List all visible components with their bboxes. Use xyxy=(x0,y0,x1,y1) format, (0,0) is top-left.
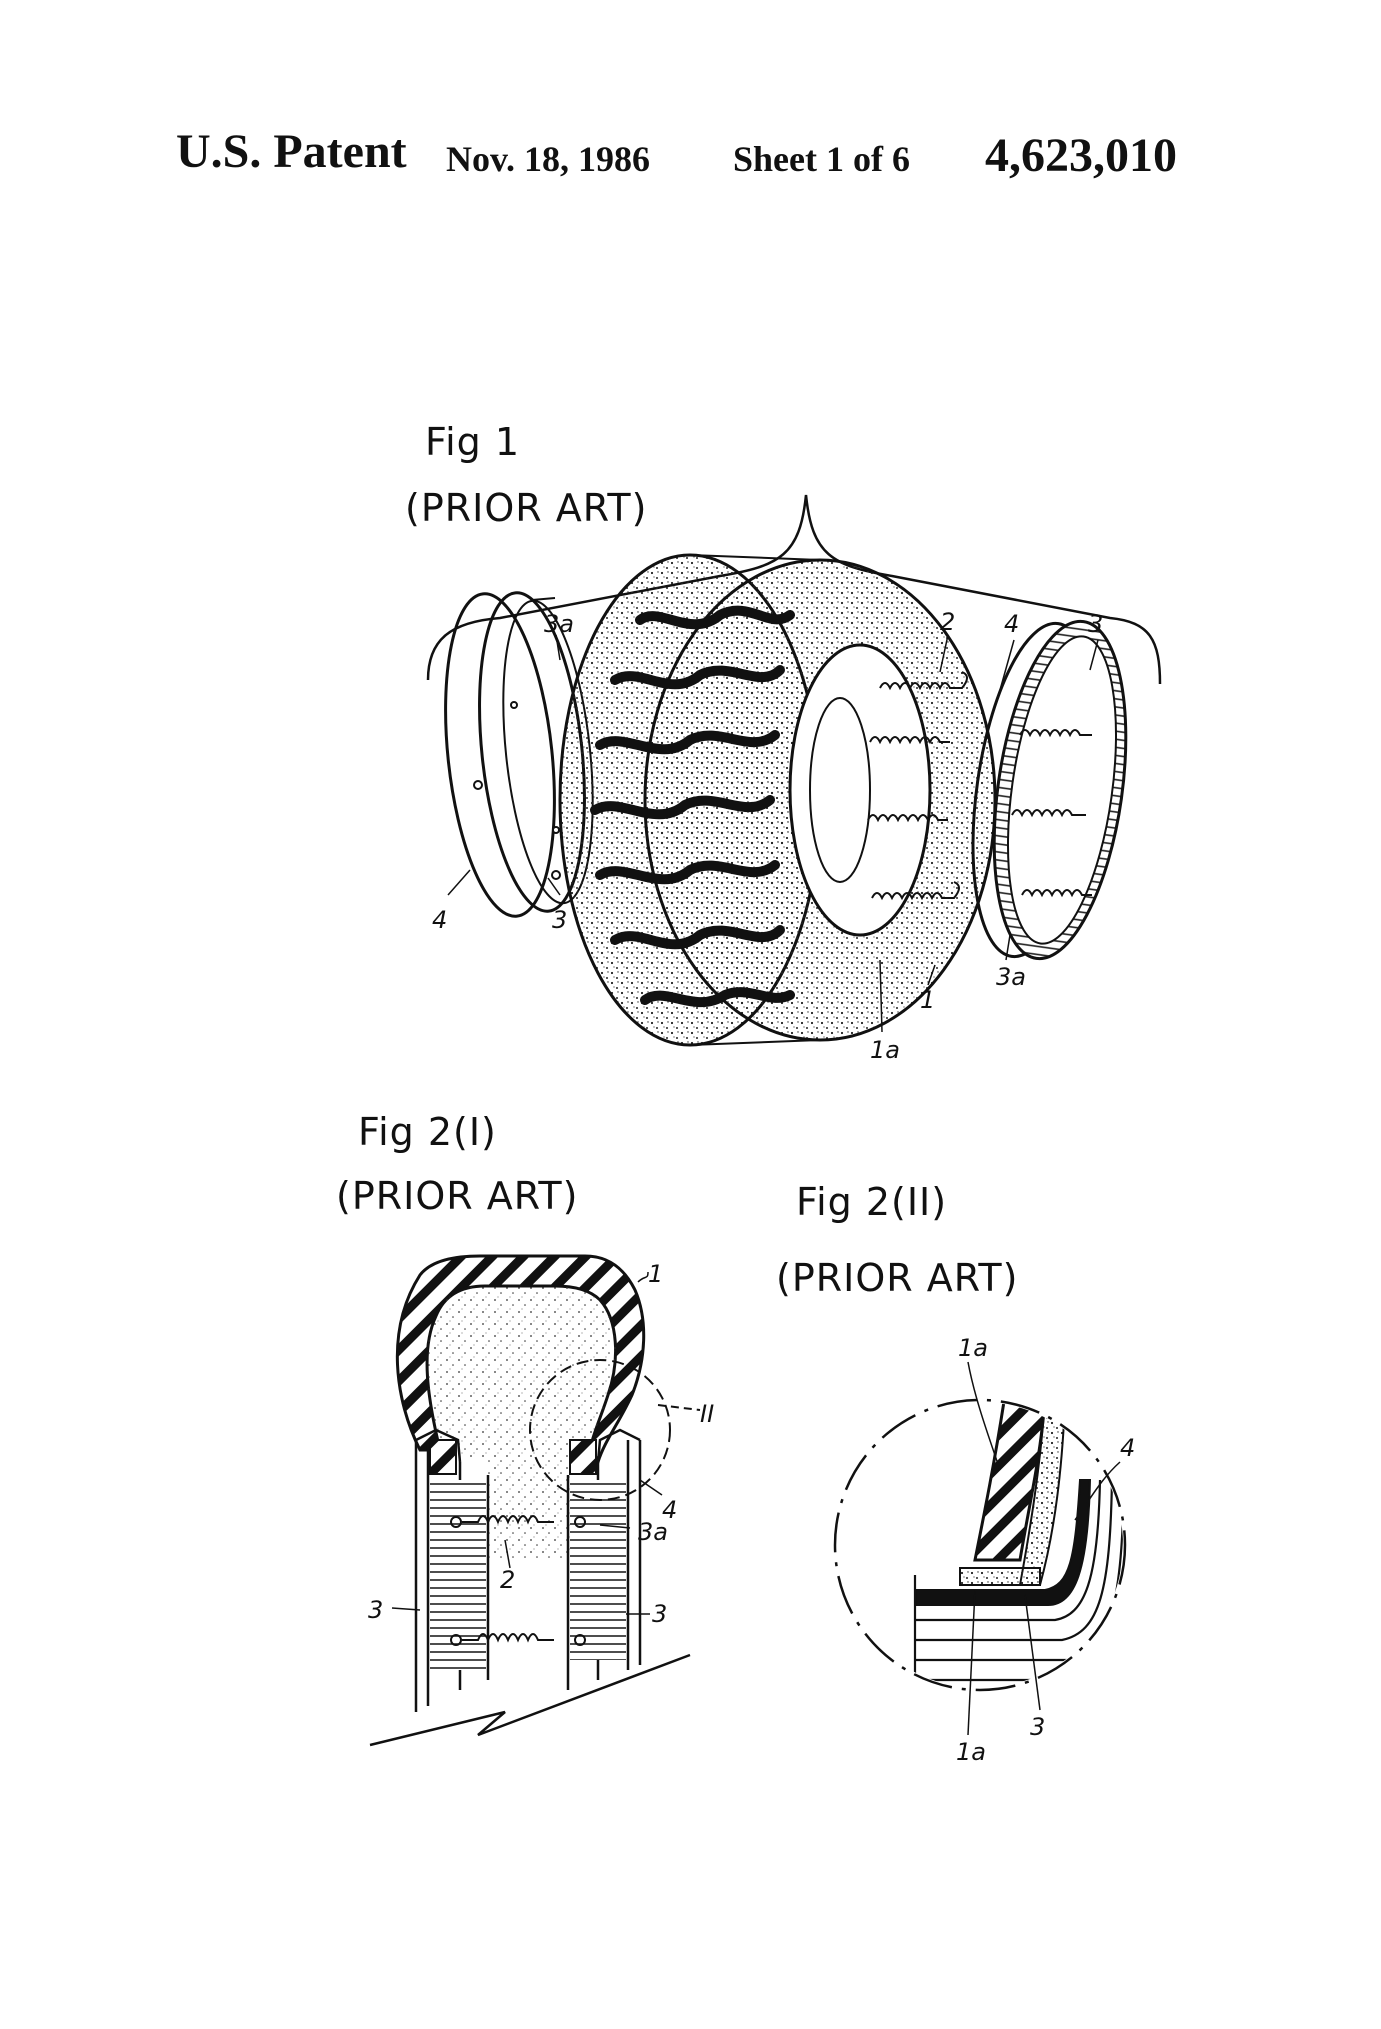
ref-1a-bead: 1a xyxy=(870,1036,900,1064)
fig2-2-drawing: 1a 4 1a 3 xyxy=(833,1334,1135,1766)
fig1-label: Fig 1 xyxy=(425,420,521,464)
fig1-drawing: 3a 2 4 3 4 3 1 1a 3a xyxy=(426,494,1162,1064)
ref-1a-bottom-fig2-2: 1a xyxy=(956,1738,986,1766)
ref-4-fig2-2: 4 xyxy=(1120,1434,1135,1462)
patent-title: U.S. Patent xyxy=(176,125,407,178)
ref-4-right-rim: 4 xyxy=(1004,610,1019,638)
fig2-1-left-rim xyxy=(414,1428,490,1712)
ref-1a-top-fig2-2: 1a xyxy=(958,1334,988,1362)
ref-2-fig2-1: 2 xyxy=(500,1566,515,1594)
tire xyxy=(558,553,997,1047)
sheet-number: Sheet 1 of 6 xyxy=(733,139,910,179)
ref-4-left-rim: 4 xyxy=(432,906,447,934)
ref-3-right-rim: 3 xyxy=(1088,610,1103,638)
fig2-2-caption: (PRIOR ART) xyxy=(776,1256,1019,1300)
left-rim xyxy=(444,591,594,918)
fig2-1-right-rim xyxy=(566,1428,642,1690)
fig2-2-label: Fig 2(II) xyxy=(796,1180,948,1224)
ref-3a-left-rim: 3a xyxy=(544,610,574,638)
ref-3-fig2-2: 3 xyxy=(1030,1713,1045,1741)
fig2-1-label: Fig 2(I) xyxy=(358,1110,497,1154)
patent-date: Nov. 18, 1986 xyxy=(446,139,651,179)
right-rim xyxy=(971,619,1128,961)
ref-3a-fig2-1: 3a xyxy=(638,1518,668,1546)
ref-4-fig2-1: 4 xyxy=(662,1496,677,1524)
ref-2-spring: 2 xyxy=(940,608,955,636)
fig2-1-caption: (PRIOR ART) xyxy=(336,1174,579,1218)
fig1-caption: (PRIOR ART) xyxy=(405,486,648,530)
ref-3-left-fig2-1: 3 xyxy=(368,1596,383,1624)
ref-3-left-rim: 3 xyxy=(552,906,567,934)
patent-number: 4,623,010 xyxy=(985,129,1177,182)
ref-3a-right-rim: 3a xyxy=(996,963,1026,991)
ref-1-fig2-1: 1 xyxy=(648,1260,663,1288)
ref-1-tire: 1 xyxy=(920,986,935,1014)
ref-3-right-fig2-1: 3 xyxy=(652,1600,667,1628)
fig2-1-drawing: 1 II 4 3a 2 3 3 xyxy=(368,1254,714,1747)
ref-II-detail: II xyxy=(700,1400,714,1428)
